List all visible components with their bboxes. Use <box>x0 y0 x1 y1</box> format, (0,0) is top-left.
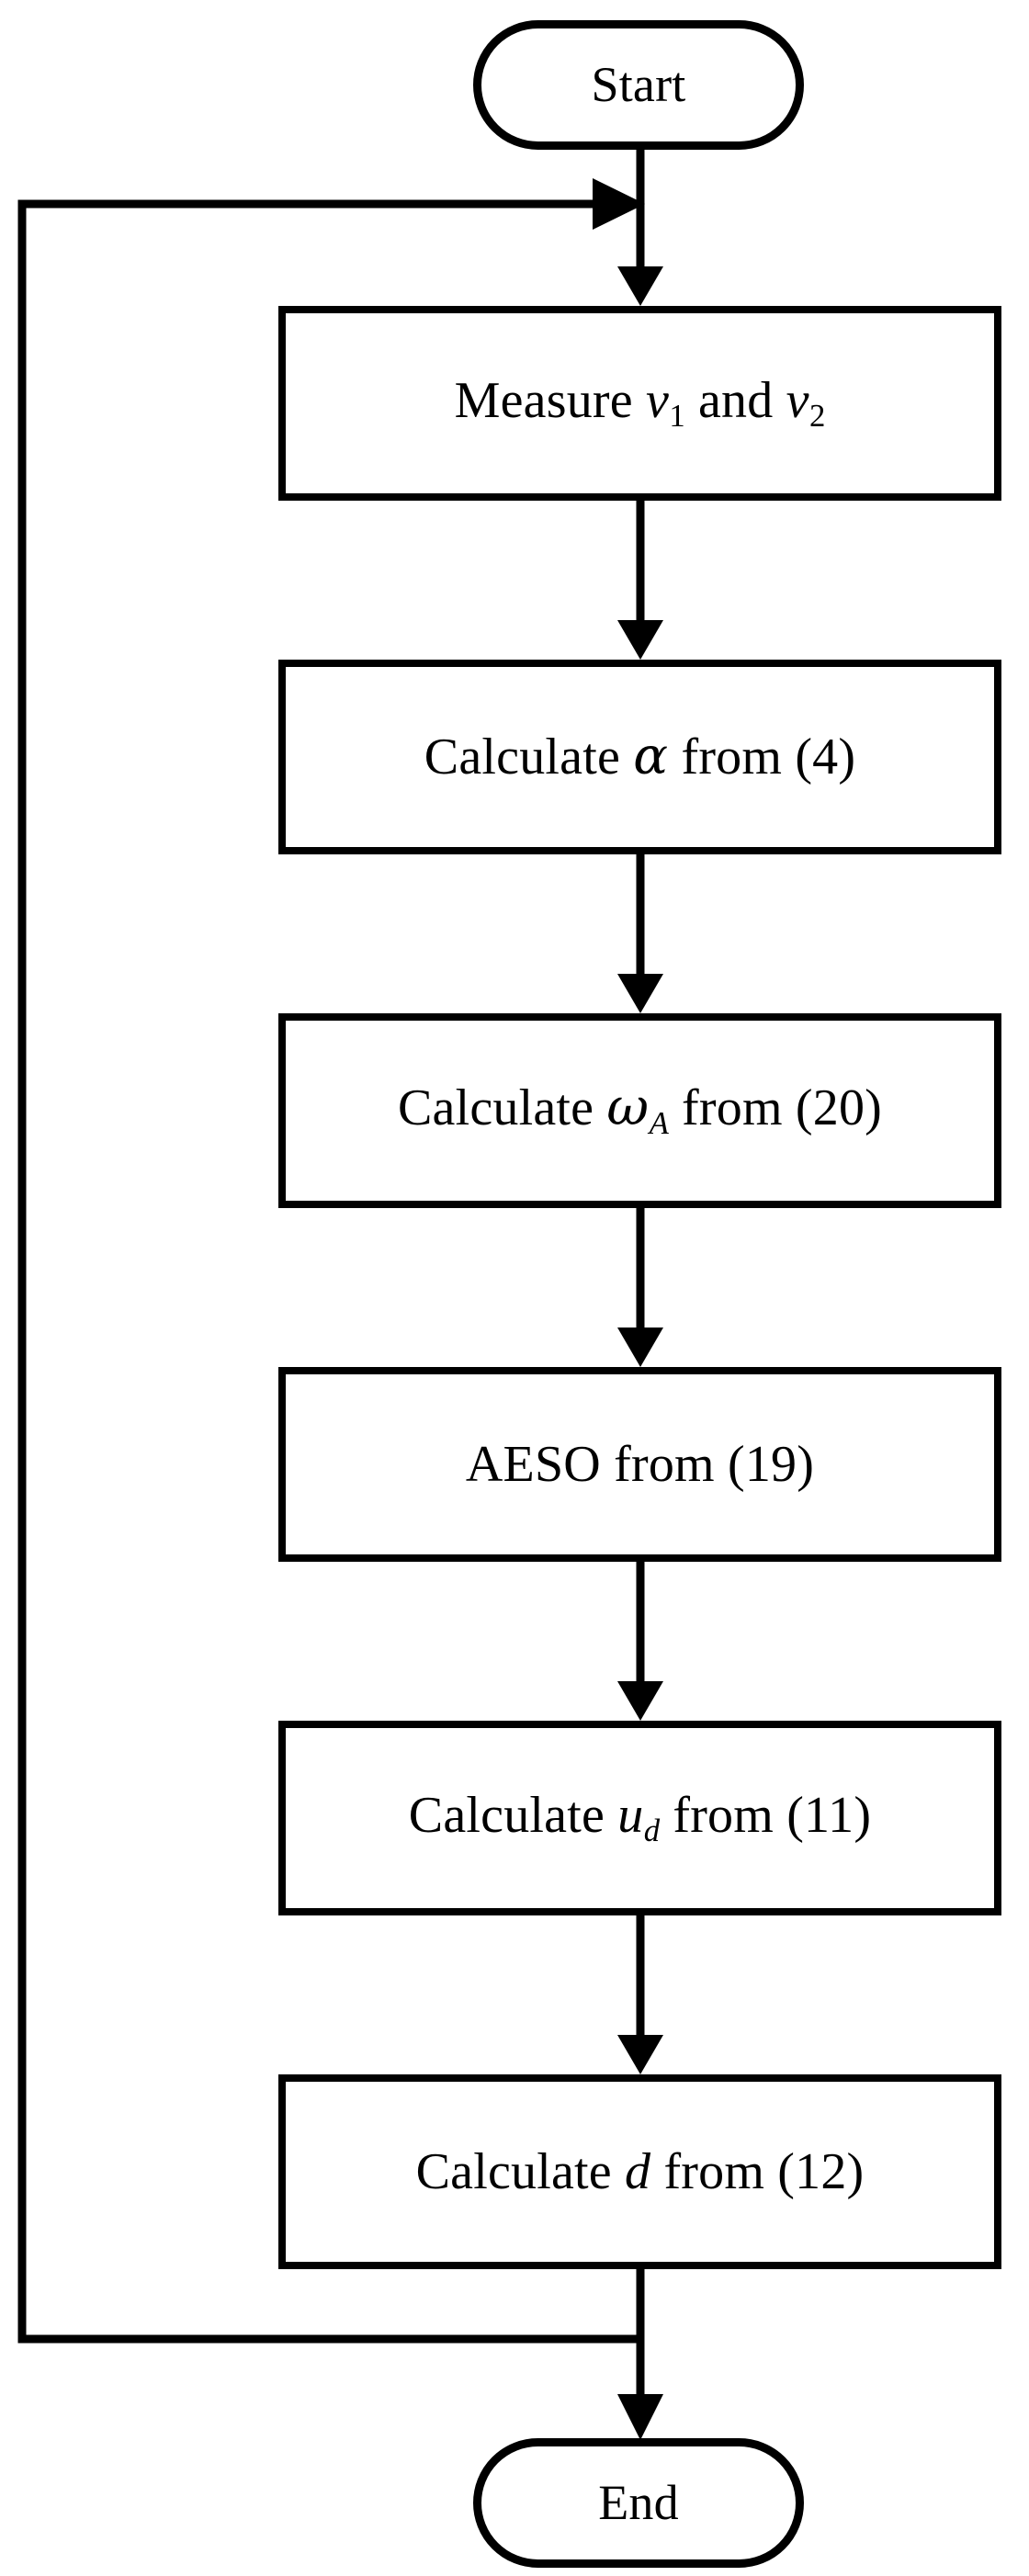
node-calculate-d[interactable]: Calculate d from (12) <box>278 2074 1001 2269</box>
arrowhead-to-d <box>617 2035 663 2074</box>
arrowhead-to-ud <box>617 1681 663 1721</box>
measure-v2-symbol: v <box>786 371 809 429</box>
measure-v1-subscript: 1 <box>669 397 685 434</box>
node-aeso-label: AESO from (19) <box>465 1435 815 1493</box>
measure-v1-symbol: v <box>646 371 670 429</box>
from-11-text: from (11) <box>660 1786 872 1844</box>
from-20-text: from (20) <box>668 1079 883 1136</box>
node-end-label: End <box>598 2475 679 2531</box>
arrowhead-to-alpha <box>617 620 663 660</box>
measure-prefix-text: Measure <box>454 371 646 429</box>
node-calculate-alpha[interactable]: Calculate α from (4) <box>278 660 1001 854</box>
calculate-prefix-text: Calculate <box>408 1786 618 1844</box>
node-calculate-omega-label: Calculate ωA from (20) <box>397 1077 883 1141</box>
node-aeso[interactable]: AESO from (19) <box>278 1367 1001 1562</box>
arrowhead-feedback-into-main <box>593 178 645 230</box>
node-start-label: Start <box>591 57 686 113</box>
measure-and-text: and <box>684 371 786 429</box>
arrowheads <box>593 178 663 2440</box>
calculate-prefix-text: Calculate <box>424 728 634 785</box>
calculate-prefix-text: Calculate <box>415 2142 626 2200</box>
u-subscript: d <box>643 1812 661 1848</box>
connector-feedback-loop <box>17 199 640 2344</box>
node-calculate-alpha-label: Calculate α from (4) <box>424 726 856 786</box>
measure-v2-subscript: 2 <box>809 397 826 434</box>
from-12-text: from (12) <box>650 2142 865 2200</box>
from-4-text: from (4) <box>668 728 856 785</box>
arrowhead-to-aeso <box>617 1328 663 1367</box>
arrowhead-to-measure <box>617 266 663 306</box>
arrowhead-to-end <box>617 2394 663 2440</box>
d-symbol: d <box>625 2142 651 2200</box>
node-calculate-omega[interactable]: Calculate ωA from (20) <box>278 1013 1001 1208</box>
node-calculate-ud[interactable]: Calculate ud from (11) <box>278 1721 1001 1915</box>
node-measure[interactable]: Measure v1 and v2 <box>278 306 1001 501</box>
u-symbol: u <box>617 1786 644 1844</box>
omega-symbol: ω <box>606 1077 650 1137</box>
node-calculate-ud-label: Calculate ud from (11) <box>408 1786 872 1848</box>
alpha-symbol: α <box>633 726 669 786</box>
node-measure-label: Measure v1 and v2 <box>454 371 826 434</box>
node-start[interactable]: Start <box>473 20 804 150</box>
calculate-prefix-text: Calculate <box>397 1079 607 1136</box>
node-end[interactable]: End <box>473 2438 804 2568</box>
node-calculate-d-label: Calculate d from (12) <box>415 2142 865 2200</box>
omega-subscript: A <box>649 1104 669 1141</box>
arrowhead-to-omega <box>617 974 663 1013</box>
